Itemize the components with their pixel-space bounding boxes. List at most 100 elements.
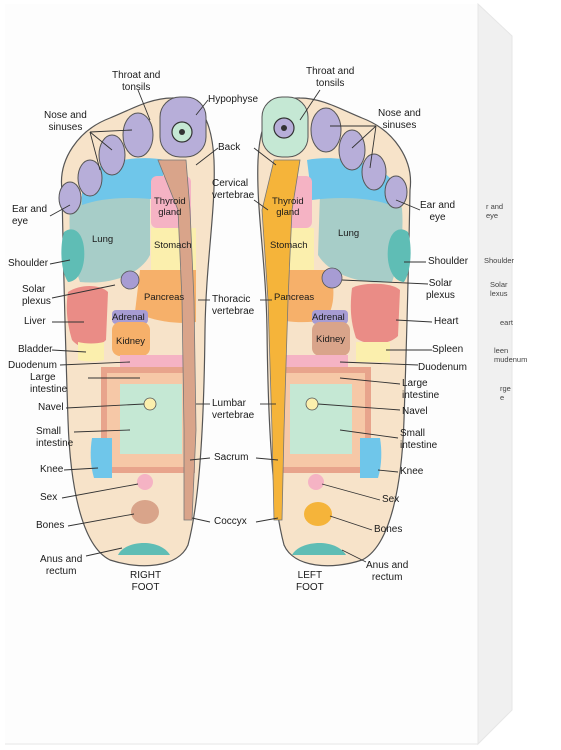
right-lung-zone [69,183,150,283]
label-small-intestine-left: Small intestine [400,428,438,451]
label-solar-left: Solar plexus [426,278,455,301]
right-toe-5 [58,181,82,215]
zone-adrenal-right: Adrenal [112,312,145,323]
side-text-5: leen mudenum [494,346,528,364]
zone-pancreas-left: Pancreas [274,292,315,303]
right-duodenum-zone [120,355,185,368]
left-anus-zone [292,542,346,555]
label-knee-right: Knee [40,464,64,475]
label-knee-left: Knee [400,466,424,477]
zone-pancreas-right: Pancreas [144,292,185,303]
left-toe-3 [338,129,366,171]
right-small-intestine [120,384,182,454]
label-shoulder-right: Shoulder [8,258,49,269]
right-hypophyse-core [179,129,185,135]
label-left-foot: LEFT FOOT [296,570,324,593]
right-bladder-zone [78,342,104,362]
right-sex-zone [137,474,153,490]
left-toe-4 [361,153,387,191]
left-spleen-zone [356,342,390,362]
right-anus-zone [118,542,170,555]
label-nose-left: Nose and sinuses [378,108,421,131]
zone-lung-right: Lung [92,234,114,245]
leader-lines [49,89,433,563]
label-coccyx-right: Coccyx [214,516,247,527]
right-knee-zone [90,438,112,478]
left-adrenal-zone [312,310,348,324]
label-small-intestine-right: Small intestine [36,426,74,449]
zone-thyroid-left: Thyroid gland [272,196,304,218]
right-liver-zone [66,286,108,348]
left-hypophyse-core [281,125,287,131]
left-spine [261,159,301,521]
left-heart-zone [350,283,400,344]
label-duodenum-left: Duodenum [418,362,467,373]
zone-stomach-right: Stomach [154,240,192,251]
side-text-2: Shoulder [484,256,515,265]
left-toe-2 [310,107,342,153]
label-right-foot: RIGHT FOOT [130,570,162,593]
right-navel-zone [143,397,157,411]
label-solar-right: Solar plexus [22,284,51,307]
label-cervical-right: Cervical vertebrae [212,178,255,201]
left-bones-zone [304,502,332,526]
label-thoracic-right: Thoracic vertebrae [212,294,255,317]
label-lumbar-right: Lumbar vertebrae [212,398,255,421]
label-liver-right: Liver [24,316,46,327]
label-shoulder-left: Shoulder [428,256,469,267]
left-shoulder-zone [387,229,411,282]
right-toe-4 [77,159,103,197]
left-kidney-zone [312,322,350,356]
zone-adrenal-left: Adrenal [312,312,345,323]
right-adrenal-zone [112,310,148,324]
right-shoulder-zone [61,229,85,282]
label-anus-left: Anus and rectum [366,560,409,583]
right-kidney-zone [112,322,150,356]
right-spine [157,159,197,521]
zone-stomach-left: Stomach [270,240,308,251]
left-sex-zone [308,474,324,490]
label-ear-left: Ear and eye [420,200,456,223]
label-anus-right: Anus and rectum [40,554,83,577]
label-sex-left: Sex [382,494,400,505]
label-heart-left: Heart [434,316,459,327]
label-throat-right: Throat and tonsils [112,70,161,93]
label-large-intestine-left: Large intestine [402,378,440,401]
label-sex-right: Sex [40,492,58,503]
label-hypophyse-right: Hypophyse [208,94,259,105]
zone-kidney-left: Kidney [316,334,346,345]
left-knee-zone [360,438,382,478]
label-duodenum-right: Duodenum [8,360,57,371]
right-bones-zone [131,500,159,524]
side-text-3: Solar lexus [490,280,508,298]
right-foot [58,96,215,567]
zone-lung-left: Lung [338,228,360,239]
label-navel-left: Navel [402,406,428,417]
label-navel-right: Navel [38,402,64,413]
label-throat-left: Throat and tonsils [306,66,355,89]
label-bones-right: Bones [36,520,65,531]
left-small-intestine [290,384,352,454]
right-toe-3 [98,134,126,176]
right-pancreas-zone [135,270,196,323]
right-toe-2 [122,112,154,158]
left-toe-5 [384,175,408,209]
side-text-4: eart [500,318,513,327]
side-text-6: rge e [500,384,511,402]
zone-thyroid-right: Thyroid gland [154,196,186,218]
label-bladder-right: Bladder [18,344,53,355]
left-navel-zone [305,397,319,411]
left-solar-plexus-zone [321,267,343,289]
label-sacrum-right: Sacrum [214,452,249,463]
label-nose-right: Nose and sinuses [44,110,87,133]
label-spleen-left: Spleen [432,344,464,355]
label-large-intestine-right: Large intestine [30,372,68,395]
label-bones-left: Bones [374,524,403,535]
side-text-1: r and eye [486,202,504,220]
left-foot [257,96,412,567]
label-back-right: Back [218,142,241,153]
label-ear-right: Ear and eye [12,204,48,227]
zone-kidney-right: Kidney [116,336,146,347]
canvas-edge [477,2,513,746]
